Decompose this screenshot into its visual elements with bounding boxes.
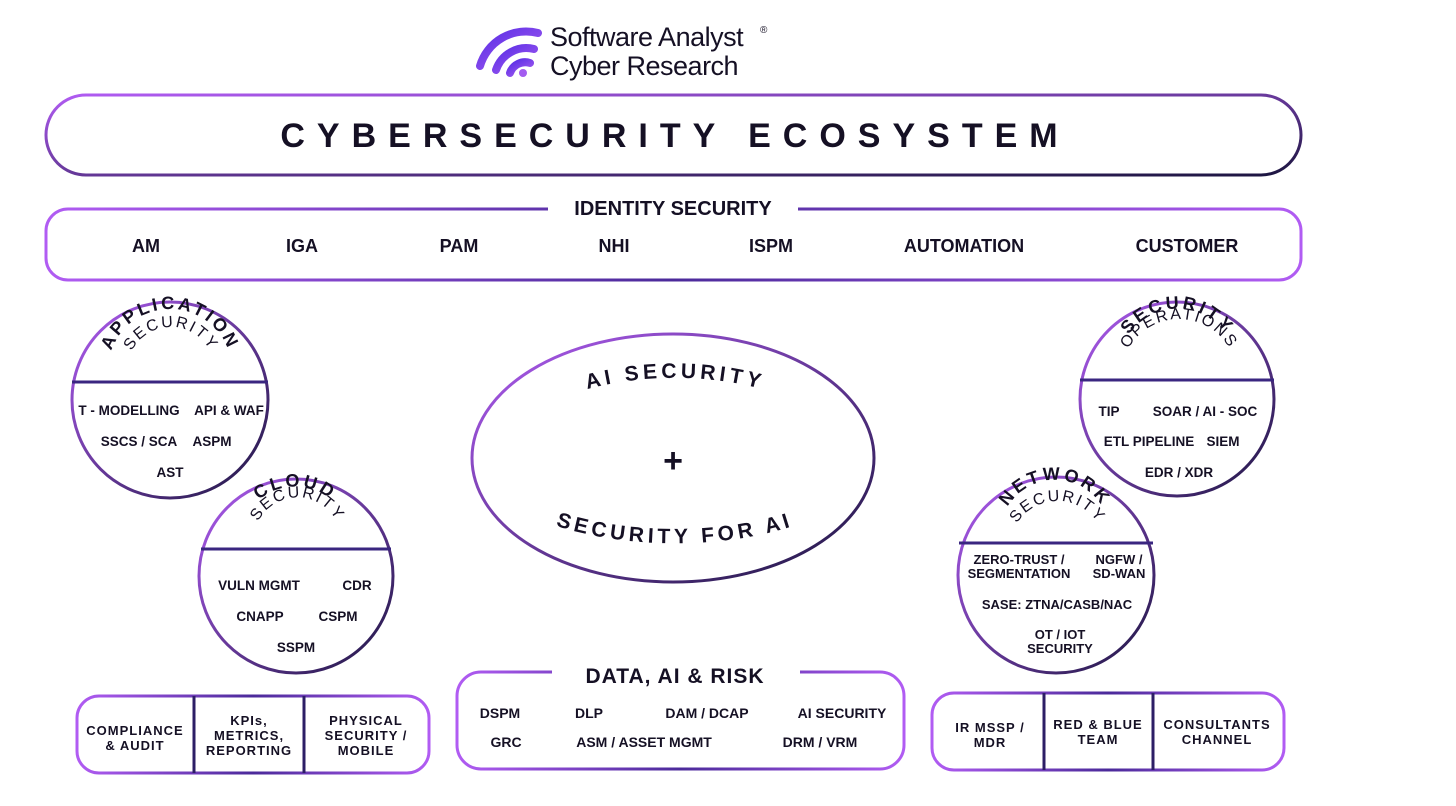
data-item-dlp: DLP	[575, 705, 603, 721]
secops-item-soar: SOAR / AI - SOC	[1153, 404, 1258, 419]
identity-item-customer: CUSTOMER	[1136, 236, 1239, 256]
data-item-grc: GRC	[490, 734, 521, 750]
data-item-drm-vrm: DRM / VRM	[783, 734, 858, 750]
network-item-segmentation: SEGMENTATION	[968, 566, 1071, 581]
kpis-line-1: KPIs,	[230, 713, 268, 728]
kpis-line-2: METRICS,	[214, 728, 284, 743]
network-item-sd-wan: SD-WAN	[1093, 566, 1146, 581]
signal-wave-icon	[476, 27, 542, 77]
compliance-line-2: & AUDIT	[105, 738, 164, 753]
consultants-line-1: CONSULTANTS	[1163, 717, 1270, 732]
data-ai-risk-title: DATA, AI & RISK	[585, 665, 764, 688]
cloud-item-sspm: SSPM	[277, 640, 315, 655]
security-operations-circle: SECURITY OPERATIONS TIP SOAR / AI - SOC …	[1078, 292, 1276, 498]
consultants-line-2: CHANNEL	[1182, 732, 1253, 747]
app-item-t-modelling: T - MODELLING	[78, 403, 179, 418]
title-banner: CYBERSECURITY ECOSYSTEM	[44, 93, 1303, 177]
kpis-line-3: REPORTING	[206, 743, 292, 758]
data-item-asm: ASM / ASSET MGMT	[576, 734, 712, 750]
ir-mssp-line-1: IR MSSP /	[955, 720, 1024, 735]
application-security-circle: APPLICATION SECURITY T - MODELLING API &…	[70, 293, 270, 500]
app-item-api-waf: API & WAF	[194, 403, 264, 418]
identity-item-ispm: ISPM	[749, 236, 793, 256]
app-item-sscs-sca: SSCS / SCA	[101, 434, 178, 449]
network-item-ngfw: NGFW /	[1096, 552, 1143, 567]
secops-item-tip: TIP	[1098, 404, 1119, 419]
compliance-line-1: COMPLIANCE	[86, 723, 183, 738]
app-item-ast: AST	[157, 465, 185, 480]
services-box: IR MSSP / MDR RED & BLUE TEAM CONSULTANT…	[930, 691, 1286, 772]
secops-item-edr-xdr: EDR / XDR	[1145, 465, 1214, 480]
physical-line-3: MOBILE	[338, 743, 395, 758]
page-title: CYBERSECURITY ECOSYSTEM	[280, 117, 1069, 155]
brand-line-2: Cyber Research	[550, 51, 738, 81]
cloud-item-cnapp: CNAPP	[236, 609, 283, 624]
physical-line-1: PHYSICAL	[329, 713, 403, 728]
cloud-item-cspm: CSPM	[318, 609, 357, 624]
identity-item-automation: AUTOMATION	[904, 236, 1024, 256]
brand-logo: Software Analyst Cyber Research ®	[476, 22, 768, 81]
cloud-item-cdr: CDR	[342, 578, 371, 593]
identity-item-am: AM	[132, 236, 160, 256]
registered-mark: ®	[760, 25, 768, 36]
identity-item-nhi: NHI	[599, 236, 630, 256]
network-item-ot-security: SECURITY	[1027, 641, 1093, 656]
ir-mssp-line-2: MDR	[974, 735, 1007, 750]
plus-sign: +	[663, 442, 683, 480]
network-item-sase: SASE: ZTNA/CASB/NAC	[982, 597, 1133, 612]
brand-line-1: Software Analyst	[550, 22, 744, 52]
identity-security-section: IDENTITY SECURITY AM IGA PAM NHI ISPM AU…	[44, 197, 1303, 282]
network-item-zero-trust: ZERO-TRUST /	[974, 552, 1065, 567]
secops-item-siem: SIEM	[1206, 434, 1239, 449]
identity-security-title: IDENTITY SECURITY	[574, 198, 772, 220]
network-security-circle: NETWORK SECURITY ZERO-TRUST / SEGMENTATI…	[956, 464, 1156, 675]
data-ai-risk-section: DATA, AI & RISK DSPM DLP DAM / DCAP AI S…	[455, 660, 906, 771]
data-item-dspm: DSPM	[480, 705, 520, 721]
ai-security-ellipse: AI SECURITY + SECURITY FOR AI	[470, 332, 876, 584]
physical-line-2: SECURITY /	[325, 728, 408, 743]
cloud-security-circle: CLOUD SECURITY VULN MGMT CDR CNAPP CSPM …	[197, 470, 395, 675]
governance-box: COMPLIANCE & AUDIT KPIs, METRICS, REPORT…	[75, 694, 431, 775]
network-item-ot-iot: OT / IOT	[1035, 627, 1086, 642]
data-item-ai-security: AI SECURITY	[798, 705, 887, 721]
secops-item-etl: ETL PIPELINE	[1104, 434, 1195, 449]
identity-item-pam: PAM	[440, 236, 479, 256]
cloud-item-vuln-mgmt: VULN MGMT	[218, 578, 300, 593]
identity-item-iga: IGA	[286, 236, 318, 256]
app-item-aspm: ASPM	[192, 434, 231, 449]
red-blue-line-1: RED & BLUE	[1053, 717, 1142, 732]
red-blue-line-2: TEAM	[1078, 732, 1119, 747]
data-item-dam-dcap: DAM / DCAP	[665, 705, 748, 721]
